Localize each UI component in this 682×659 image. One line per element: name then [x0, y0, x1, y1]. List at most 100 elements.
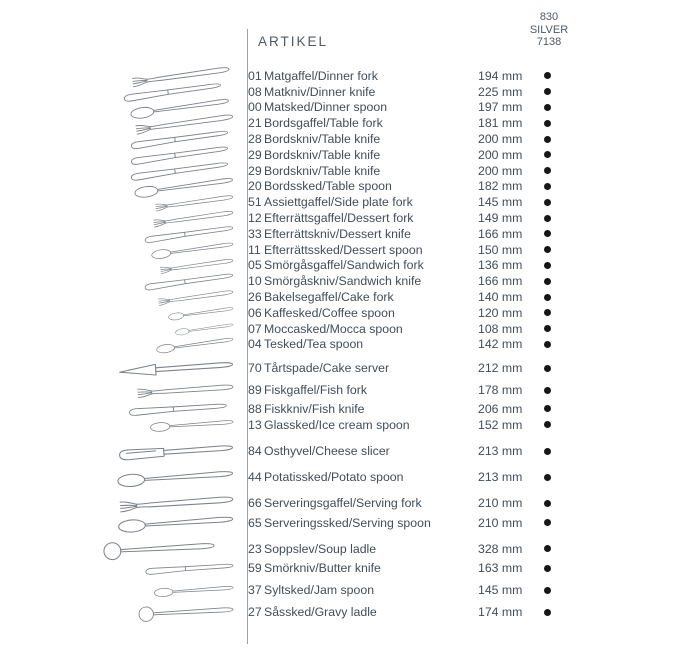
availability-dot [544, 151, 551, 159]
illustration-serving-fork [119, 493, 234, 513]
item-name: Såssked/Gravy ladle [264, 605, 377, 619]
availability-dot [544, 421, 551, 429]
item-name: Matkniv/Dinner knife [264, 84, 376, 99]
item-length: 200 mm [478, 163, 523, 178]
illustration-sandwich-fork [159, 256, 234, 275]
illustration-jam-spoon [153, 582, 234, 598]
availability-dot [544, 261, 551, 269]
item-code: 11 [248, 242, 261, 257]
availability-dot [544, 364, 551, 372]
series-header: 830 SILVER 7138 [514, 11, 584, 49]
illustration-ice-cream-spoon [149, 417, 234, 433]
item-name: Smörgåsgaffel/Sandwich fork [264, 258, 424, 273]
item-code: 27 [248, 605, 262, 619]
item-code: 89 [248, 383, 262, 398]
item-code: 88 [248, 401, 262, 416]
item-length: 166 mm [478, 226, 523, 241]
availability-dot [544, 119, 551, 127]
item-length: 194 mm [478, 68, 523, 83]
illustration-sandwich-knife [144, 271, 234, 291]
availability-dot [544, 325, 551, 333]
item-code: 70 [248, 361, 262, 376]
item-length: 213 mm [478, 470, 523, 485]
item-name: Tårtspade/Cake server [264, 361, 390, 376]
item-code: 23 [248, 541, 262, 556]
illustration-table-knife-1 [130, 128, 229, 150]
item-name: Serveringsgaffel/Serving fork [264, 496, 422, 511]
illustration-side-plate-fork [155, 193, 234, 212]
availability-dot [544, 499, 551, 507]
item-name: Bordsgaffel/Table fork [264, 116, 383, 131]
availability-dot [544, 103, 551, 111]
item-length: 152 mm [478, 417, 523, 432]
item-name: Bordskniv/Table knife [264, 132, 381, 147]
item-code: 59 [248, 561, 262, 576]
item-length: 197 mm [478, 100, 523, 115]
availability-dot [544, 608, 551, 616]
availability-dot [544, 214, 551, 222]
item-name: Bordskniv/Table knife [264, 163, 381, 178]
availability-dot [544, 386, 551, 394]
item-name: Efterrättsgaffel/Dessert fork [264, 211, 414, 226]
series-code: 7138 [536, 36, 562, 48]
illustration-dinner-knife [123, 81, 222, 103]
illustration-soup-ladle [102, 536, 216, 561]
availability-dot [544, 564, 551, 572]
item-code: 00 [248, 100, 262, 115]
item-code: 29 [248, 147, 262, 162]
item-code: 66 [248, 496, 262, 511]
item-length: 200 mm [478, 132, 523, 147]
item-length: 212 mm [478, 361, 523, 376]
illustration-fish-fork [137, 382, 234, 398]
illustration-dessert-fork [153, 208, 234, 228]
illustration-table-knife-2 [130, 144, 229, 166]
illustration-cheese-slicer [118, 442, 234, 461]
item-name: Efterrättskniv/Dessert knife [264, 226, 411, 241]
item-length: 206 mm [478, 401, 523, 416]
availability-dot [544, 182, 551, 190]
availability-dot [544, 88, 551, 96]
series-name: SILVER [529, 23, 569, 36]
item-code: 33 [248, 226, 262, 241]
illustration-table-knife-3 [130, 160, 229, 182]
item-length: 145 mm [478, 583, 523, 598]
item-length: 145 mm [478, 195, 523, 210]
availability-dot [544, 198, 551, 206]
availability-dot [544, 447, 551, 455]
item-code: 29 [248, 163, 262, 178]
item-name: Matgaffel/Dinner fork [264, 68, 378, 83]
availability-dot [544, 293, 551, 301]
availability-dot [544, 167, 551, 175]
availability-dot [544, 277, 551, 285]
item-code: 07 [248, 321, 262, 336]
item-code: 51 [248, 195, 262, 210]
item-name: Soppslev/Soup ladle [264, 541, 377, 556]
item-length: 142 mm [478, 337, 523, 352]
item-name: Tesked/Tea spoon [264, 337, 364, 352]
item-code: 20 [248, 179, 262, 194]
item-length: 108 mm [478, 321, 523, 336]
item-length: 182 mm [478, 179, 523, 194]
